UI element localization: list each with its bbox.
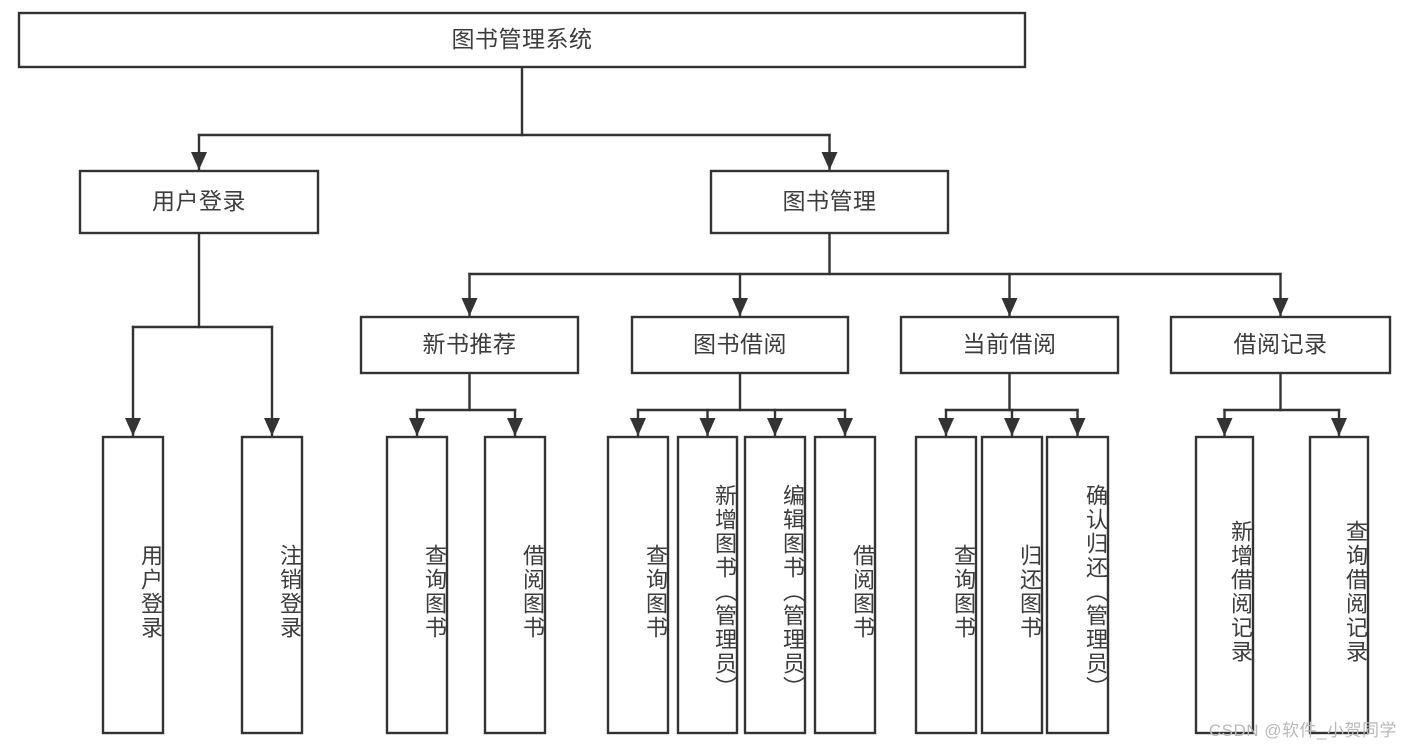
- node-box-leaf-query-book-recommend[interactable]: [385, 435, 449, 735]
- node-box-leaf-user-login[interactable]: [101, 435, 165, 735]
- arrow-head-leaf-borrow-book: [837, 418, 853, 436]
- node-box-root[interactable]: [17, 11, 1027, 69]
- node-box-layer: [17, 11, 1392, 735]
- arrow-head-leaf-query-book-borrow: [630, 418, 646, 436]
- arrow-head-book-borrow: [732, 298, 748, 316]
- node-box-leaf-query-borrow-record[interactable]: [1308, 435, 1370, 735]
- arrow-head-borrow-record: [1272, 298, 1289, 316]
- node-box-leaf-logout[interactable]: [240, 435, 304, 735]
- arrow-head-leaf-return-book: [1004, 418, 1020, 436]
- arrow-head-new-book-recommend: [461, 298, 478, 316]
- node-box-current-borrow[interactable]: [899, 315, 1120, 375]
- node-box-leaf-query-book-borrow[interactable]: [606, 435, 670, 735]
- arrow-head-leaf-confirm-return: [1069, 418, 1086, 436]
- arrow-head-current-borrow: [1001, 298, 1018, 316]
- arrow-head-leaf-add-book: [699, 418, 716, 436]
- node-box-leaf-add-book[interactable]: [676, 435, 739, 735]
- arrow-head-leaf-query-book-recommend: [409, 418, 425, 436]
- arrow-head-leaf-edit-book: [767, 418, 783, 436]
- node-box-leaf-borrow-book[interactable]: [813, 435, 877, 735]
- node-box-user-login[interactable]: [78, 169, 320, 235]
- node-box-leaf-return-book[interactable]: [980, 435, 1044, 735]
- node-box-leaf-borrow-book-recommend[interactable]: [483, 435, 547, 735]
- arrow-head-book-manage: [821, 152, 838, 170]
- node-box-leaf-edit-book[interactable]: [743, 435, 807, 735]
- arrow-head-leaf-add-borrow-record: [1216, 418, 1233, 436]
- arrow-head-leaf-query-borrow-record: [1331, 418, 1347, 436]
- arrow-head-user-login: [191, 152, 207, 170]
- node-box-borrow-record[interactable]: [1169, 315, 1392, 375]
- arrow-head-leaf-logout: [264, 418, 280, 436]
- node-box-leaf-add-borrow-record[interactable]: [1194, 435, 1255, 735]
- node-box-leaf-query-book-current[interactable]: [914, 435, 978, 735]
- node-box-book-manage[interactable]: [709, 169, 950, 235]
- node-box-new-book-recommend[interactable]: [359, 315, 580, 375]
- arrow-head-leaf-user-login: [125, 418, 141, 436]
- node-box-book-borrow[interactable]: [630, 315, 850, 375]
- arrow-head-leaf-borrow-book-recommend: [507, 418, 523, 436]
- node-box-leaf-confirm-return[interactable]: [1045, 435, 1110, 735]
- arrow-head-leaf-query-book-current: [938, 418, 954, 436]
- watermark-text: CSDN @软件_小贺同学: [1208, 721, 1397, 740]
- connector-layer: [125, 65, 1347, 438]
